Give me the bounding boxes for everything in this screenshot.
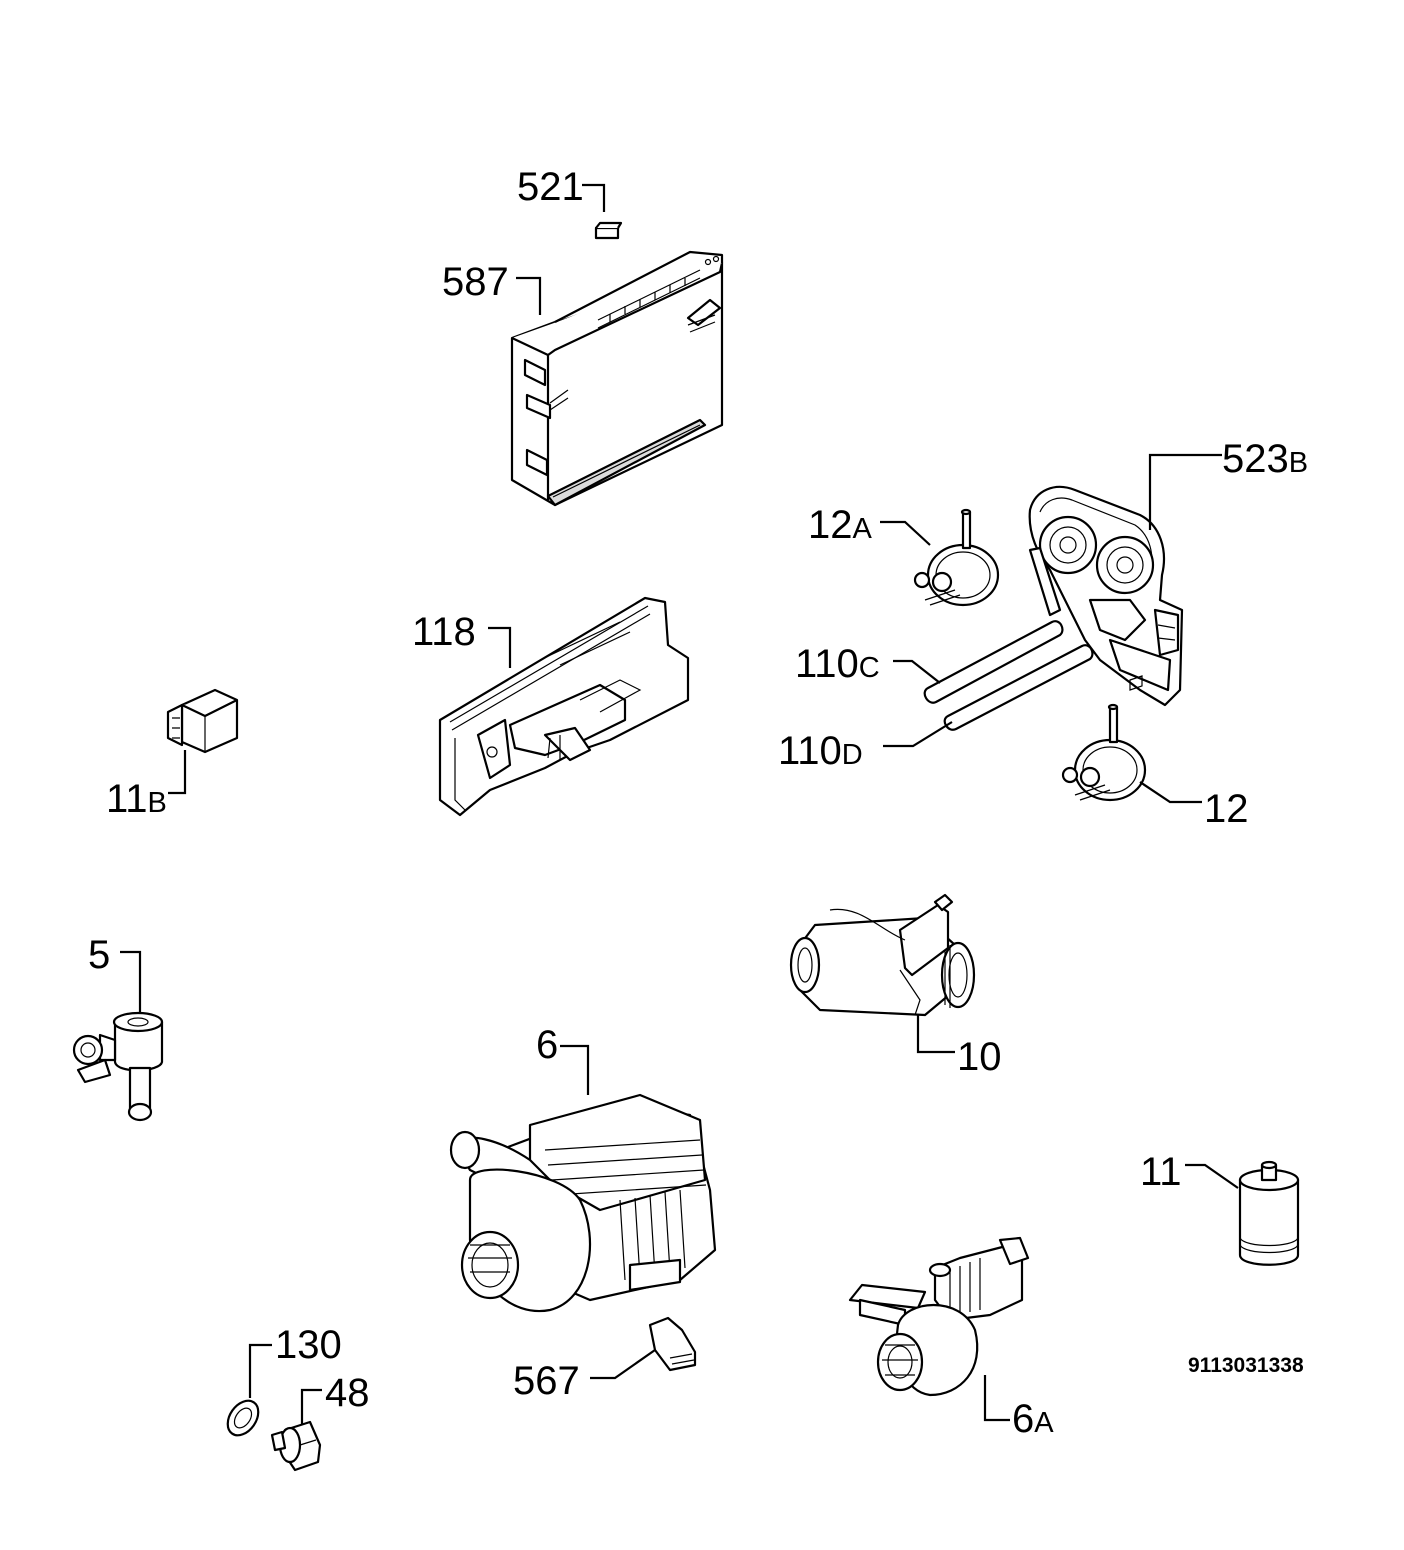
part-12-drawing xyxy=(1061,703,1202,804)
label-12a: 12A xyxy=(808,503,873,547)
label-5: 5 xyxy=(88,933,110,977)
label-10: 10 xyxy=(957,1035,1002,1079)
part-110d-drawing xyxy=(883,644,1094,748)
label-587: 587 xyxy=(442,260,509,304)
part-48-drawing xyxy=(270,1388,322,1472)
label-110c: 110C xyxy=(795,642,880,686)
label-6a: 6A xyxy=(1012,1397,1054,1441)
part-118-drawing xyxy=(438,596,690,817)
part-11b-drawing xyxy=(166,688,239,795)
part-10-drawing xyxy=(789,893,976,1054)
label-118: 118 xyxy=(412,610,476,654)
label-567: 567 xyxy=(513,1359,580,1403)
label-523b: 523B xyxy=(1222,437,1308,481)
part-521-drawing xyxy=(582,183,623,240)
part-110c-drawing xyxy=(893,620,1064,704)
label-12: 12 xyxy=(1204,787,1249,831)
part-587-drawing xyxy=(510,250,724,507)
part-130-drawing xyxy=(226,1343,272,1437)
label-130: 130 xyxy=(275,1323,342,1367)
label-11: 11 xyxy=(1140,1150,1182,1194)
part-523b-drawing xyxy=(1028,453,1222,707)
label-110d: 110D xyxy=(778,729,863,773)
drawing-reference-number: 9113031338 xyxy=(1188,1354,1304,1377)
label-11b: 11B xyxy=(106,777,167,821)
label-48: 48 xyxy=(325,1371,370,1415)
part-567-drawing xyxy=(590,1316,697,1380)
part-12a-drawing xyxy=(880,508,1000,607)
label-6: 6 xyxy=(536,1023,558,1067)
part-11-drawing xyxy=(1185,1160,1300,1266)
part-5-drawing xyxy=(72,950,164,1122)
part-6-drawing xyxy=(449,1044,717,1313)
part-6a-drawing xyxy=(848,1236,1030,1422)
label-521: 521 xyxy=(517,165,584,209)
